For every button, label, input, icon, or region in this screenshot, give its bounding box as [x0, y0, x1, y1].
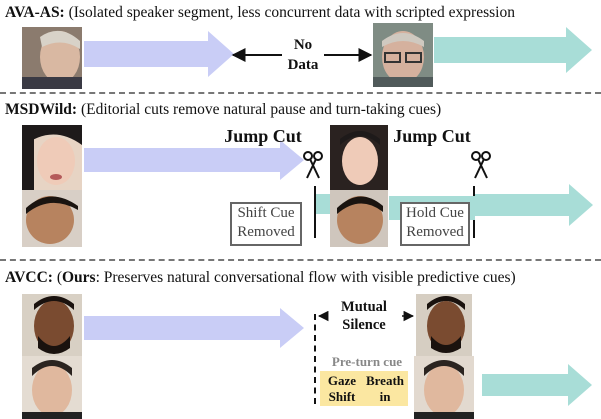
speaker-a-activity-arrow — [84, 31, 234, 77]
speaker-a-face-thumbnail — [22, 125, 82, 190]
breath-in-cue: Breath in — [365, 373, 405, 404]
no-data-left-arrow — [231, 48, 282, 62]
speaker-a-face-thumbnail — [22, 294, 82, 356]
section-divider-2 — [0, 259, 601, 261]
cut-line — [314, 186, 316, 238]
dataset-name-msdwild: MSDWild: — [5, 101, 78, 118]
pre-turn-cue-label: Pre-turn cue — [331, 354, 403, 369]
gaze-shift-cue: Gaze Shift — [327, 373, 357, 404]
speaker-b-face-thumbnail — [373, 23, 433, 87]
row-title-avcc: AVCC: (Ours: Preserves natural conversat… — [5, 269, 516, 286]
shift-cue-removed-box: Shift Cue Removed — [230, 202, 302, 246]
speaker-b-face-thumbnail — [22, 190, 82, 247]
dataset-name-avcc: AVCC: — [5, 269, 53, 286]
speaker-a-face-thumbnail — [330, 125, 388, 190]
dataset-desc-avcc: : Preserves natural conversational flow … — [95, 269, 516, 286]
speaker-b-activity-arrow — [475, 184, 593, 226]
section-divider-1 — [0, 92, 601, 94]
silence-start-dashed-line — [314, 314, 316, 404]
no-data-label: No Data — [287, 37, 319, 73]
speaker-a-activity-arrow — [84, 308, 304, 348]
speaker-a-activity-arrow — [84, 140, 304, 180]
dataset-desc-msdwild: (Editorial cuts remove natural pause and… — [80, 101, 442, 118]
scissors-icon — [471, 151, 491, 179]
hold-cue-removed-box: Hold Cue Removed — [400, 202, 470, 246]
speaker-b-face-thumbnail — [22, 356, 82, 419]
row-title-msdwild: MSDWild: (Editorial cuts remove natural … — [5, 101, 441, 119]
mutual-silence-label: Mutual Silence — [341, 299, 387, 333]
jump-cut-label: Jump Cut — [393, 126, 471, 146]
dataset-desc-ava-as: (Isolated speaker segment, less concurre… — [68, 4, 515, 21]
speaker-a-face-thumbnail — [22, 27, 82, 89]
dataset-name-ava-as: AVA-AS: — [5, 4, 65, 21]
row-title-ava-as: AVA-AS: (Isolated speaker segment, less … — [5, 4, 515, 22]
speaker-b-face-thumbnail — [330, 190, 388, 247]
jump-cut-label: Jump Cut — [224, 126, 302, 146]
speaker-b-activity-arrow — [316, 194, 330, 214]
speaker-b-activity-arrow — [434, 27, 592, 73]
ours-label: Ours — [62, 269, 96, 286]
speaker-b-face-thumbnail — [414, 356, 474, 419]
pre-turn-cue-box — [320, 371, 408, 406]
mutual-silence-arrow — [317, 310, 415, 322]
scissors-icon — [303, 151, 323, 179]
speaker-a-face-thumbnail — [416, 294, 472, 356]
speaker-b-activity-arrow — [482, 364, 592, 406]
no-data-right-arrow — [324, 48, 373, 62]
